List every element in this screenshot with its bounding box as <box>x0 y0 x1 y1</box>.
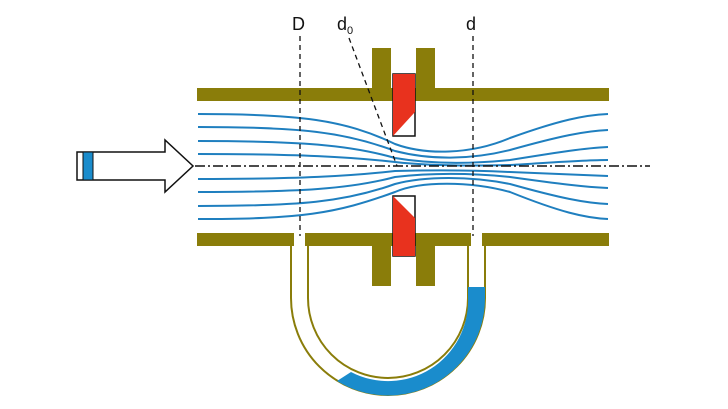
top-flange-right <box>416 48 435 101</box>
streamline <box>197 169 609 180</box>
pressure-tap-downstream <box>471 232 482 248</box>
manometer-fluid <box>337 287 486 396</box>
streamline <box>197 177 609 207</box>
u-tube-manometer <box>290 236 486 396</box>
streamline <box>197 126 609 159</box>
flow-arrow-blue-band <box>82 151 94 181</box>
label-D: D <box>292 14 305 34</box>
bottom-flange-right <box>416 233 435 286</box>
orifice-d0-line <box>348 37 398 167</box>
u-tube-inner-wall <box>307 236 469 379</box>
label-d0: d0 <box>337 14 353 37</box>
streamline <box>197 173 609 193</box>
streamline <box>197 153 609 167</box>
streamline <box>197 113 609 153</box>
bottom-flange-left <box>372 233 391 286</box>
orifice-plate-top-bevel <box>393 74 415 136</box>
label-d0-main: d <box>337 14 347 34</box>
orifice-plate-bottom-bevel <box>393 196 415 256</box>
top-flange-left <box>372 48 391 101</box>
streamline <box>197 140 609 164</box>
reference-lines <box>299 36 474 236</box>
streamline <box>197 182 609 220</box>
orifice-plate <box>392 73 416 257</box>
label-d: d <box>466 14 476 34</box>
label-d0-subscript: 0 <box>347 25 353 37</box>
flow-direction-arrow <box>76 138 195 194</box>
streamlines <box>197 113 609 220</box>
flow-arrow-icon <box>76 138 195 194</box>
pressure-tap-upstream <box>294 232 305 248</box>
